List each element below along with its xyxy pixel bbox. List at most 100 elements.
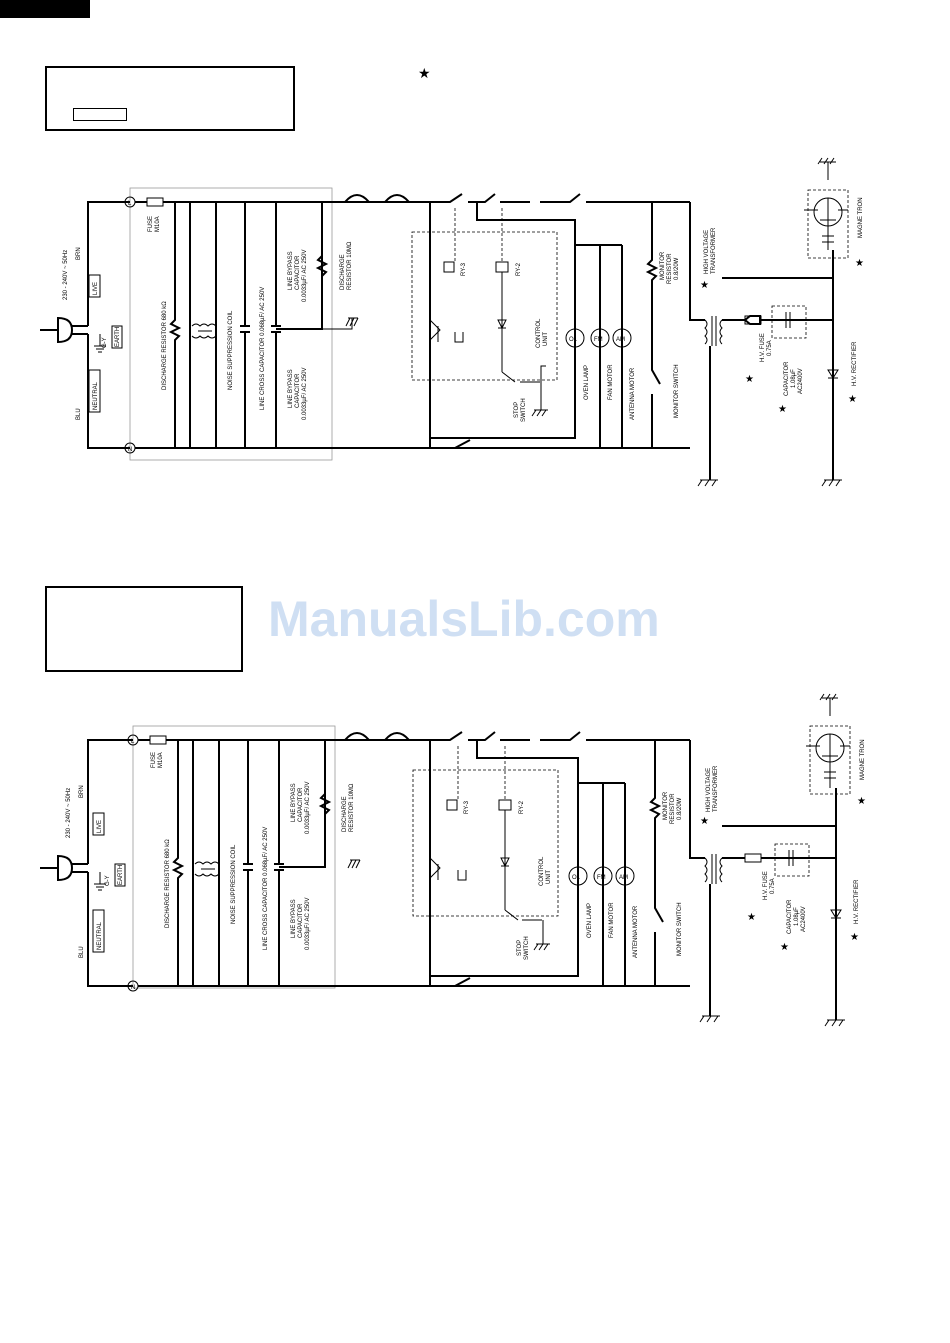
thermal-cutout-symbols: [344, 194, 410, 203]
filter-board-outline-2: [132, 725, 336, 989]
neutral-label: NEUTRAL: [93, 381, 99, 410]
transformer-feed-2: [689, 740, 705, 859]
gy-label: G-Y: [102, 337, 108, 348]
stop-label-2: STOP: [517, 940, 523, 956]
star-note: ★: [418, 65, 431, 81]
bypass-2-label-b2: CAPACITOR: [298, 903, 304, 938]
live-box: [88, 274, 101, 298]
bypass-link-2: [279, 740, 326, 868]
star-marker-fuse: ★: [745, 374, 754, 385]
star-marker-fuse-2: ★: [747, 912, 756, 923]
chassis-ground-2-4: [699, 1015, 720, 1023]
live-label-2: LIVE: [97, 820, 103, 833]
bypass-2-label: LINE BYPASS: [288, 369, 294, 408]
line-cross-label-2: LINE CROSS CAPACITOR 0.068µF/ AC 250V: [263, 827, 269, 950]
control-diode: [497, 272, 507, 372]
magnetron-label-2: MAGNE TRON: [860, 739, 866, 780]
filament-link: [722, 250, 834, 279]
thermal-cutout-symbols-2: [344, 732, 410, 741]
ol-label-2: OL: [572, 875, 581, 881]
lamp-loop-2: [430, 740, 579, 977]
magnetron-label: MAGNE TRON: [858, 197, 864, 238]
hv-fuse-label-2: H.V. FUSE: [763, 871, 769, 900]
star-marker-transformer: ★: [700, 280, 709, 291]
cap-value-label-2: 1.08µF: [794, 907, 800, 926]
star-marker-capacitor: ★: [778, 404, 787, 415]
discharge-resistor-10m: [315, 255, 329, 277]
star-marker-rectifier: ★: [848, 394, 857, 405]
capacitor-outline: [771, 305, 807, 339]
blu-label-2: BLU: [79, 946, 85, 958]
noise-coil-label-2: NOISE SUPPRESSION COIL: [231, 844, 237, 924]
monitor-circuit-2: [648, 740, 664, 986]
hv-label: HIGH VOLTAGE: [704, 230, 710, 274]
earth-box-2: [114, 863, 126, 887]
fan-motor-symbol: [590, 328, 610, 348]
magnetron-leads-2: [806, 734, 850, 788]
star-marker-magnetron-2: ★: [857, 796, 866, 807]
fm-label-2: FM: [597, 875, 606, 881]
filter-board-outline: [129, 187, 333, 461]
live-box-2: [92, 812, 105, 836]
control-diode-2: [500, 810, 510, 910]
magnetron-outline: [807, 189, 849, 259]
fuse-label-2: FUSE: [151, 752, 157, 768]
bypass-capacitor: [271, 202, 281, 448]
ground-link: [322, 318, 353, 330]
stop-label: STOP: [514, 402, 520, 418]
bypass-2-rating: 0.0033µF/ AC 250V: [302, 368, 308, 421]
transformer-label: TRANSFORMER: [711, 227, 717, 274]
hv-fuse-symbol: [744, 315, 762, 325]
stop-switch-2: [504, 909, 544, 944]
neutral-label-2: NEUTRAL: [97, 921, 103, 950]
capacitor-label-2: CAPACITOR: [787, 899, 793, 934]
live-wire-2: [87, 739, 133, 864]
chassis-ground-3: [821, 479, 842, 487]
earth-label-2: EARTH: [118, 865, 124, 885]
antenna-motor-symbol-2: [615, 866, 635, 886]
oven-lamp-symbol-2: [568, 866, 588, 886]
door-switch-bottom: [430, 439, 690, 449]
discharge-resistor-10m-2: [318, 793, 332, 815]
relay-contacts-2: [429, 857, 467, 881]
relay-contacts: [429, 319, 464, 343]
supply-label: 230 - 240V ~ 50Hz: [63, 250, 69, 300]
magnetron-outline-2: [809, 725, 851, 795]
chassis-ground-2-2: [533, 943, 550, 951]
switch-label: SWITCH: [521, 398, 527, 422]
hv-rectifier-symbol-2: [830, 909, 842, 919]
bypass-2-rating-b: 0.0033µF/ AC 250V: [305, 898, 311, 951]
line-cross-capacitor-2: [243, 740, 253, 986]
chassis-ground-4: [697, 479, 718, 487]
hv-secondary-2: [709, 788, 837, 1016]
earth-box: [111, 325, 123, 349]
resistor-label-2: RESISTOR: [670, 793, 676, 824]
switch-label-2: SWITCH: [524, 936, 530, 960]
discharge2-label: DISCHARGE: [340, 254, 346, 290]
oven-lamp-label: OVEN LAMP: [584, 365, 590, 400]
ry2-label: RY-2: [516, 262, 522, 276]
resistor-label: RESISTOR: [667, 253, 673, 284]
fan-motor-label-2: FAN MOTOR: [609, 902, 615, 938]
relay-links: [454, 208, 503, 262]
cap-value-label: 1.08µF: [791, 369, 797, 388]
noise-coil-wires: [189, 202, 217, 448]
am-label: AM: [616, 337, 625, 343]
am-label-2: AM: [619, 875, 628, 881]
capacitor-outline-2: [774, 843, 810, 877]
line-cross-label: LINE CROSS CAPACITOR 0.068µF/ AC 250V: [260, 287, 266, 410]
bypass-1-label-b2: CAPACITOR: [298, 787, 304, 822]
switch-chain-2: [429, 731, 690, 986]
hv-fuse-rating-label: 0.75A: [767, 340, 773, 356]
circuit-diagram-2: L N OL FM AM 230 - 240V ~ 50Hz BRN BLU L…: [40, 693, 866, 1027]
stop-switch: [501, 365, 546, 410]
terminal-n-label-2: N: [131, 985, 135, 991]
discharge2-rating: RESISTOR 10MΩ: [347, 241, 353, 290]
ry3-label-2: RY-3: [464, 800, 470, 814]
brn-label: BRN: [76, 247, 82, 260]
hv-fuse-rating-label-2: 0.75A: [770, 878, 776, 894]
bypass-1-rating: 0.0033µF/ AC 250V: [302, 250, 308, 303]
fuse-rating-label-2: M10A: [158, 752, 164, 768]
antenna-motor-label-2: ANTENNA MOTOR: [633, 905, 639, 958]
discharge-resistor-label: DISCHARGE RESISTOR 680 kΩ: [162, 301, 168, 390]
